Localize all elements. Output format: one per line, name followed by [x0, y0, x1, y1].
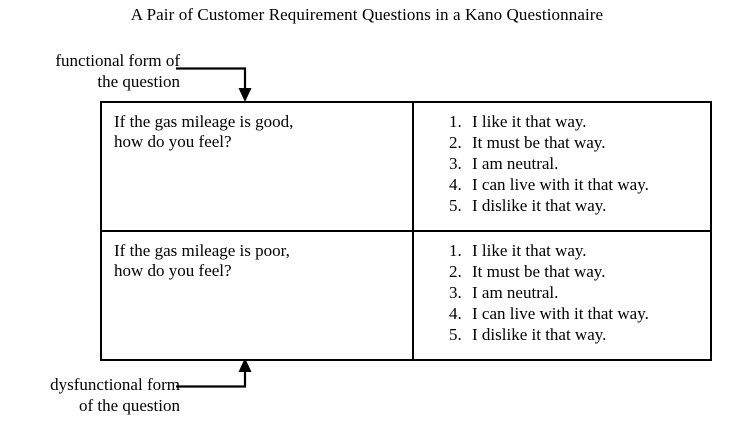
list-item[interactable]: 2. It must be that way. — [449, 261, 710, 282]
option-label: I like it that way. — [472, 241, 587, 260]
functional-question-cell: If the gas mileage is good, how do you f… — [102, 103, 414, 231]
option-number: 5. — [449, 196, 462, 215]
question-line2: how do you feel? — [114, 261, 232, 280]
annotation-functional-line1: functional form of — [55, 51, 180, 70]
option-label: I am neutral. — [472, 154, 559, 173]
functional-answers-cell: 1. I like it that way. 2. It must be that … — [413, 103, 710, 231]
option-label: I like it that way. — [472, 112, 587, 131]
option-label: I am neutral. — [472, 283, 559, 302]
list-item[interactable]: 3. I am neutral. — [449, 153, 710, 174]
option-label: I can live with it that way. — [472, 304, 649, 323]
option-number: 3. — [449, 154, 462, 173]
question-line1: If the gas mileage is good, — [114, 112, 294, 131]
option-label: I dislike it that way. — [472, 196, 607, 215]
list-item[interactable]: 5. I dislike it that way. — [449, 324, 710, 345]
option-number: 2. — [449, 262, 462, 281]
question-text: If the gas mileage is poor, how do you f… — [114, 241, 402, 281]
list-item[interactable]: 2. It must be that way. — [449, 132, 710, 153]
list-item[interactable]: 4. I can live with it that way. — [449, 303, 710, 324]
answer-option-list: 1. I like it that way. 2. It must be that … — [414, 240, 710, 345]
annotation-functional-form: functional form of the question — [0, 50, 180, 92]
option-label: It must be that way. — [472, 133, 606, 152]
option-number: 5. — [449, 325, 462, 344]
table-row: If the gas mileage is good, how do you f… — [102, 103, 710, 231]
list-item[interactable]: 4. I can live with it that way. — [449, 174, 710, 195]
option-label: I dislike it that way. — [472, 325, 607, 344]
kano-table-body: If the gas mileage is good, how do you f… — [102, 103, 710, 359]
kano-table-grid: If the gas mileage is good, how do you f… — [102, 103, 710, 359]
kano-question-table: If the gas mileage is good, how do you f… — [100, 101, 712, 361]
arrow-up-icon — [176, 358, 252, 388]
question-line1: If the gas mileage is poor, — [114, 241, 290, 260]
option-number: 4. — [449, 175, 462, 194]
question-line2: how do you feel? — [114, 132, 232, 151]
list-item[interactable]: 5. I dislike it that way. — [449, 195, 710, 216]
option-label: It must be that way. — [472, 262, 606, 281]
answer-option-list: 1. I like it that way. 2. It must be that … — [414, 111, 710, 216]
annotation-dysfunctional-form: dysfunctional form of the question — [0, 374, 180, 416]
option-number: 1. — [449, 241, 462, 260]
list-item[interactable]: 1. I like it that way. — [449, 240, 710, 261]
dysfunctional-answers-cell: 1. I like it that way. 2. It must be that … — [413, 230, 710, 359]
annotation-dysfunctional-line2: of the question — [78, 396, 180, 415]
annotation-functional-line2: the question — [97, 72, 180, 91]
table-row: If the gas mileage is poor, how do you f… — [102, 230, 710, 359]
option-label: I can live with it that way. — [472, 175, 649, 194]
annotation-dysfunctional-line1: dysfunctional form — [50, 375, 180, 394]
list-item[interactable]: 1. I like it that way. — [449, 111, 710, 132]
figure-title: A Pair of Customer Requirement Questions… — [130, 5, 604, 24]
option-number: 1. — [449, 112, 462, 131]
option-number: 3. — [449, 283, 462, 302]
list-item[interactable]: 3. I am neutral. — [449, 282, 710, 303]
question-text: If the gas mileage is good, how do you f… — [114, 112, 402, 152]
arrow-down-icon — [176, 67, 252, 102]
option-number: 4. — [449, 304, 462, 323]
dysfunctional-question-cell: If the gas mileage is poor, how do you f… — [102, 230, 414, 359]
option-number: 2. — [449, 133, 462, 152]
